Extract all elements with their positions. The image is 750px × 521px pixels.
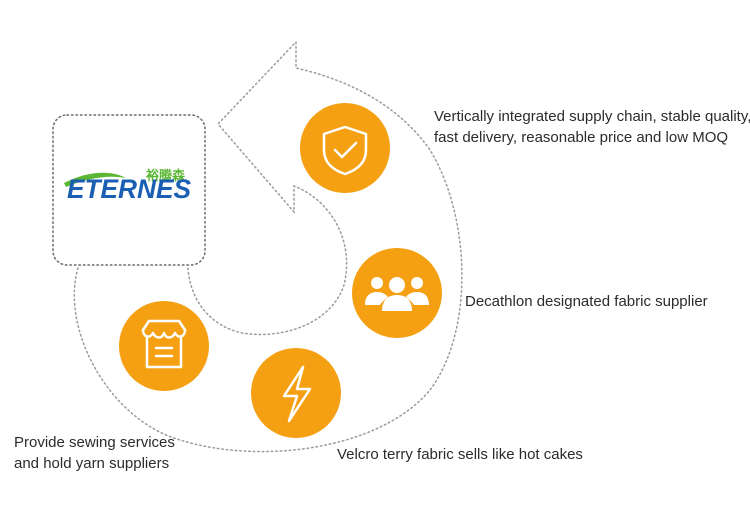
logo-leaf-swoosh xyxy=(64,172,126,187)
lightning-bolt-icon xyxy=(282,365,312,423)
logo-box xyxy=(52,114,206,266)
caption-line: Vertically integrated supply chain, stab… xyxy=(434,108,750,125)
cycle-arrow-outline xyxy=(73,40,463,453)
caption-supply-chain: Vertically integrated supply chain, stab… xyxy=(434,106,750,148)
caption-line: fast delivery, reasonable price and low … xyxy=(434,129,729,146)
logo-chinese-text: 裕腾森 xyxy=(145,168,186,184)
caption-line: Decathlon designated fabric supplier xyxy=(465,293,708,310)
caption-sewing: Provide sewing services and hold yarn su… xyxy=(14,432,175,474)
shield-check-icon xyxy=(322,125,368,176)
caption-decathlon: Decathlon designated fabric supplier xyxy=(465,291,708,312)
company-logo: 裕腾森 ETERNES xyxy=(64,168,191,204)
caption-line: Velcro terry fabric sells like hot cakes xyxy=(337,446,583,463)
people-group-node xyxy=(352,248,442,338)
storefront-node xyxy=(119,301,209,391)
shield-check-node xyxy=(300,103,390,193)
caption-velcro: Velcro terry fabric sells like hot cakes xyxy=(337,444,583,465)
caption-line: Provide sewing services xyxy=(14,434,175,451)
caption-line: and hold yarn suppliers xyxy=(14,455,170,472)
logo-brand-text: ETERNES xyxy=(67,174,191,204)
people-group-icon xyxy=(365,277,429,311)
lightning-bolt-node xyxy=(251,348,341,438)
storefront-icon xyxy=(141,319,187,369)
